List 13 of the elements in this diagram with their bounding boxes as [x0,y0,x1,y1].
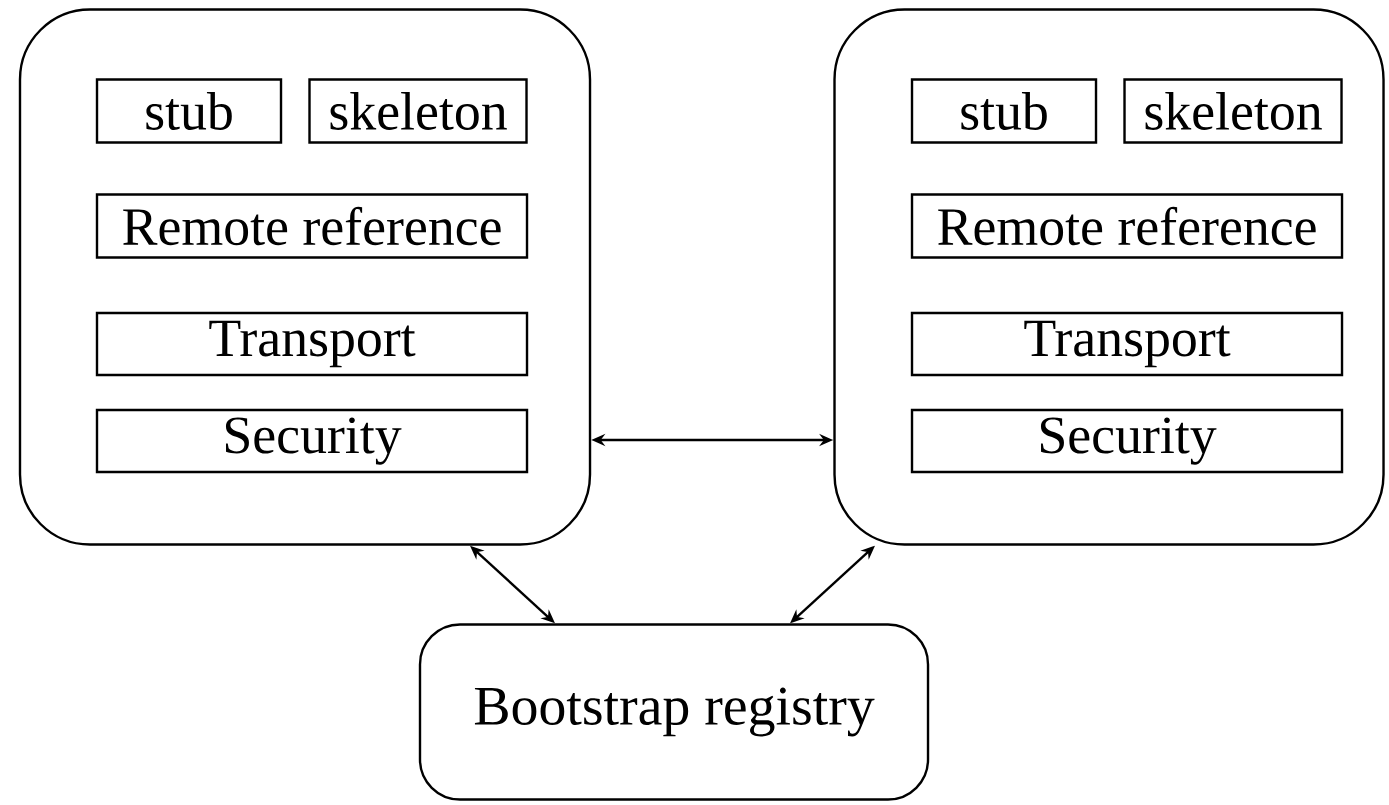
layer-box: Remote reference [910,193,1344,259]
layer-box: skeleton [1123,78,1343,144]
layer-box: Transport [910,311,1344,377]
host-box [833,8,1385,546]
layer-box: skeleton [308,78,528,144]
layer-box: stub [910,78,1098,144]
host-box [18,8,592,546]
layer-box: Security [95,408,529,474]
registry-box: Bootstrap registry [418,623,930,801]
layer-box: stub [95,78,283,144]
layer-box: Security [910,408,1344,474]
layer-box: Transport [95,311,529,377]
layer-box: Remote reference [95,193,529,259]
